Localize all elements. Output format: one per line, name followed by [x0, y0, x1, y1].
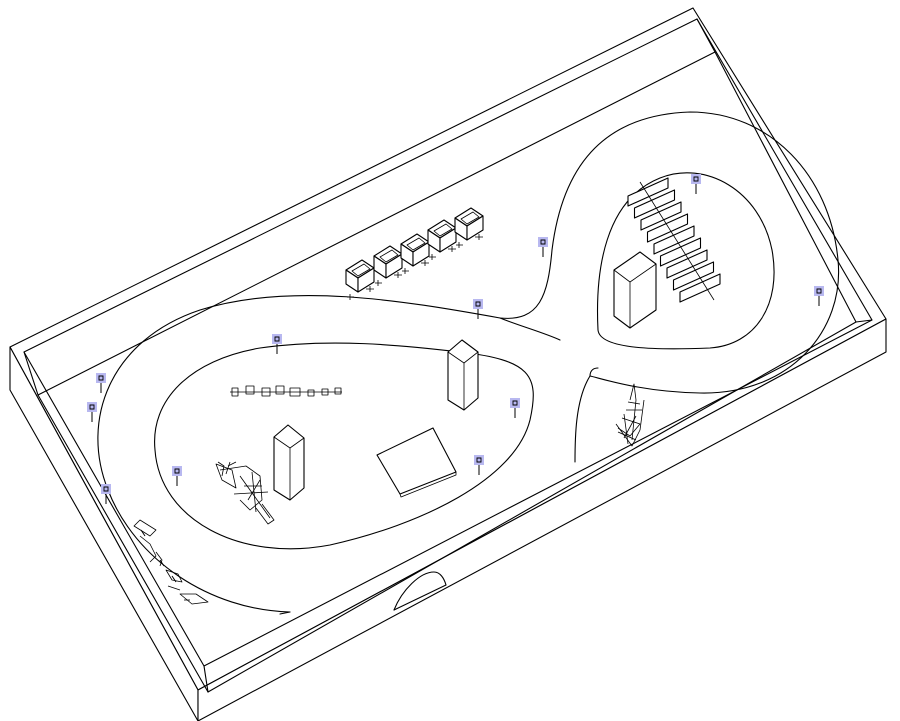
marker-5	[272, 334, 282, 354]
marker-debris-3	[171, 575, 177, 583]
cabin-2	[373, 245, 403, 286]
figure-eight-track	[97, 111, 840, 615]
arch-opening	[393, 571, 447, 611]
marker-debris-2	[159, 559, 165, 567]
flat-slab	[376, 427, 457, 498]
panel-7	[666, 249, 708, 279]
marker-9	[474, 455, 484, 475]
marker-2	[87, 402, 97, 422]
marker-4	[172, 466, 182, 486]
chain-of-frames	[230, 385, 342, 397]
marker-10	[691, 174, 701, 194]
panel-2	[633, 189, 676, 219]
cabin-row	[345, 207, 484, 300]
debris-cluster	[133, 519, 209, 605]
panel-axis	[639, 181, 715, 301]
panel-5	[653, 225, 695, 255]
tower-block-left	[273, 424, 305, 501]
cabin-4	[427, 219, 457, 260]
marker-8	[510, 398, 520, 418]
panel-1	[627, 177, 669, 207]
marker-group	[87, 174, 824, 583]
marker-6	[473, 299, 483, 319]
panel-array	[627, 177, 721, 303]
tower-block-right	[613, 251, 657, 329]
cabin-5	[454, 207, 484, 248]
marker-debris-1	[140, 529, 146, 537]
crane-sculpture	[615, 383, 645, 447]
marker-3	[101, 484, 111, 504]
marker-11	[814, 286, 824, 306]
panel-4	[646, 213, 689, 243]
panel-8	[672, 261, 715, 291]
cabin-1	[345, 259, 375, 300]
tower-block-center	[447, 339, 479, 411]
marker-1	[96, 373, 106, 393]
wire-sculpture	[215, 461, 275, 525]
marker-7	[538, 237, 548, 257]
panel-9	[679, 273, 721, 303]
panel-6	[659, 237, 702, 267]
